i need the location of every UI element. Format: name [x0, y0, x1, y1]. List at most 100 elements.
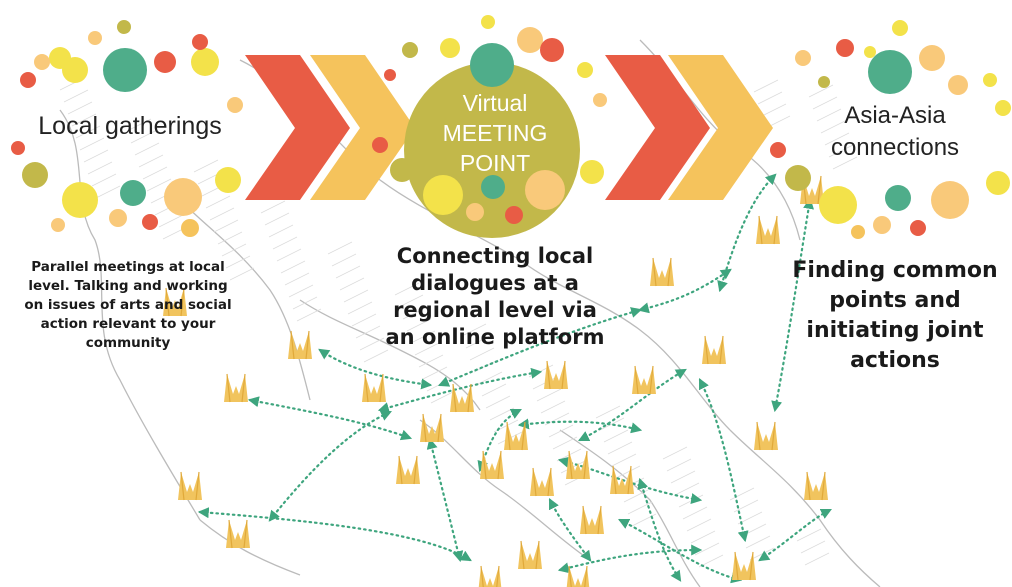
bubble — [62, 57, 88, 83]
bubble — [481, 15, 495, 29]
map-hatch — [95, 185, 121, 199]
map-hatch — [87, 161, 113, 175]
bubble — [470, 43, 514, 87]
meeting-marker-icon — [396, 455, 420, 485]
virtual-title-line-3: POINT — [459, 150, 531, 176]
map-outline-9 — [179, 199, 311, 401]
map-hatch — [193, 159, 219, 173]
bubble — [51, 218, 65, 232]
map-hatch — [288, 284, 314, 298]
chevron-right-icon — [245, 55, 350, 200]
map-hatch — [481, 383, 507, 397]
connection-route-0 — [197, 507, 472, 562]
map-hatch — [690, 530, 716, 544]
meeting-marker-icon — [732, 551, 756, 581]
meeting-marker-icon — [756, 215, 780, 245]
bubble — [873, 216, 891, 234]
meeting-marker-icon — [632, 365, 656, 395]
map-hatch — [83, 149, 109, 163]
map-hatch — [359, 337, 385, 351]
bubble — [372, 137, 388, 153]
map-hatch — [548, 424, 574, 438]
bubble — [525, 170, 565, 210]
asia-title-line-2: connections — [830, 134, 960, 161]
bubble — [11, 141, 25, 155]
map-hatch — [79, 137, 105, 151]
map-hatch — [355, 325, 381, 339]
meeting-marker-icon — [754, 421, 778, 451]
map-hatch — [142, 166, 168, 180]
map-hatch — [753, 79, 779, 93]
map-hatch — [343, 289, 369, 303]
meeting-marker-icon — [226, 519, 250, 549]
map-hatch — [225, 255, 251, 269]
meeting-marker-icon — [650, 257, 674, 287]
bubble — [931, 181, 969, 219]
connection-route-13 — [698, 378, 749, 543]
map-hatch — [335, 265, 361, 279]
map-hatch — [761, 103, 787, 117]
connection-route-6 — [247, 396, 413, 441]
map-hatch — [745, 535, 771, 549]
chevron-right-icon — [668, 55, 773, 200]
bubble — [384, 69, 396, 81]
map-hatch — [741, 523, 767, 537]
map-hatch — [296, 308, 322, 322]
local-gatherings-description: Parallel meetings at local level. Talkin… — [24, 259, 232, 351]
bubble — [770, 142, 786, 158]
map-hatch — [146, 178, 172, 192]
bubble — [836, 39, 854, 57]
bubble — [191, 48, 219, 76]
map-hatch — [221, 243, 247, 257]
bubble — [892, 20, 908, 36]
bubble — [995, 100, 1011, 116]
map-hatch — [280, 260, 306, 274]
map-hatch — [292, 296, 318, 310]
map-hatch — [260, 200, 286, 214]
connection-route-19 — [717, 173, 777, 293]
bubble — [885, 185, 911, 211]
bubble — [481, 175, 505, 199]
map-hatch — [402, 306, 428, 320]
connection-route-7 — [517, 418, 643, 434]
meeting-marker-icon — [610, 465, 634, 495]
bubble — [948, 75, 968, 95]
meeting-marker-icon — [566, 450, 590, 480]
meeting-marker-icon — [480, 450, 504, 480]
map-hatch — [418, 354, 444, 368]
meeting-marker-icon — [530, 467, 554, 497]
connection-route-17 — [557, 544, 703, 574]
map-hatch — [828, 144, 854, 158]
bubble — [466, 203, 484, 221]
bubble — [577, 62, 593, 78]
asia-title-line-1: Asia-Asia — [844, 102, 946, 129]
connection-route-4 — [318, 348, 433, 390]
bubble — [103, 48, 147, 92]
chevron-arrows — [245, 55, 773, 200]
bubble — [402, 42, 418, 58]
meeting-marker-icon — [163, 287, 187, 317]
map-hatch — [595, 405, 621, 419]
map-hatch — [67, 101, 93, 115]
meeting-marker-icon — [420, 413, 444, 443]
map-outline-0 — [59, 109, 201, 521]
meeting-marker-icon — [478, 565, 502, 587]
map-hatch — [209, 207, 235, 221]
map-hatch — [611, 453, 637, 467]
map-hatch — [686, 518, 712, 532]
asia-connections-title: Asia-Asia connections — [800, 100, 990, 164]
bubble — [919, 45, 945, 71]
map-hatch — [694, 542, 720, 556]
bubble — [154, 51, 176, 73]
meeting-marker-icon — [518, 540, 542, 570]
map-hatch — [824, 132, 850, 146]
map-hatch — [264, 212, 290, 226]
map-hatch — [91, 173, 117, 187]
map-hatch — [347, 301, 373, 315]
meeting-marker-icon — [702, 335, 726, 365]
map-hatch — [394, 282, 420, 296]
map-hatch — [812, 96, 838, 110]
map-hatch — [820, 120, 846, 134]
map-hatch — [126, 118, 152, 132]
chevron-right-icon — [605, 55, 710, 200]
